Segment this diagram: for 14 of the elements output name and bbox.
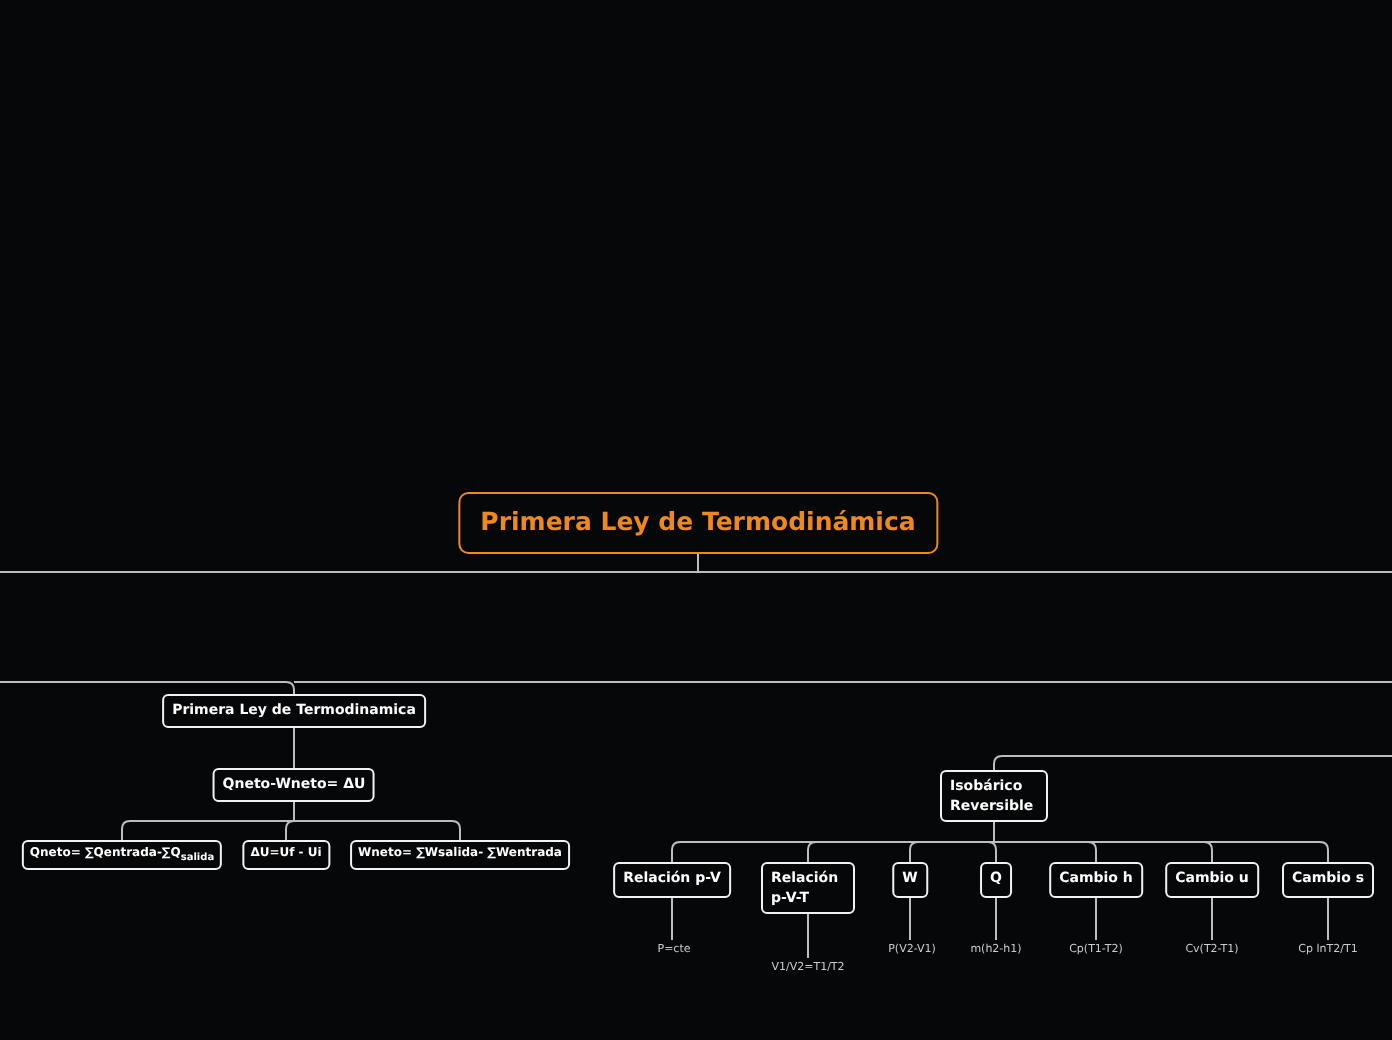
- connector-line: [671, 897, 673, 941]
- connector-line: [993, 821, 1329, 863]
- connector-line: [293, 727, 295, 769]
- connector-line: [1327, 897, 1329, 941]
- connector-line: [1211, 897, 1213, 941]
- connector-line: [993, 755, 1392, 771]
- root-topic-box: Primera Ley de Termodinámica: [458, 492, 938, 554]
- connector-line: [909, 897, 911, 941]
- connector-line: [1095, 897, 1097, 941]
- connector-line: [995, 897, 997, 941]
- connector-line: [293, 801, 461, 841]
- connector-line: [0, 553, 1392, 573]
- connector-line: [0, 681, 1392, 695]
- connector-line: [807, 913, 809, 959]
